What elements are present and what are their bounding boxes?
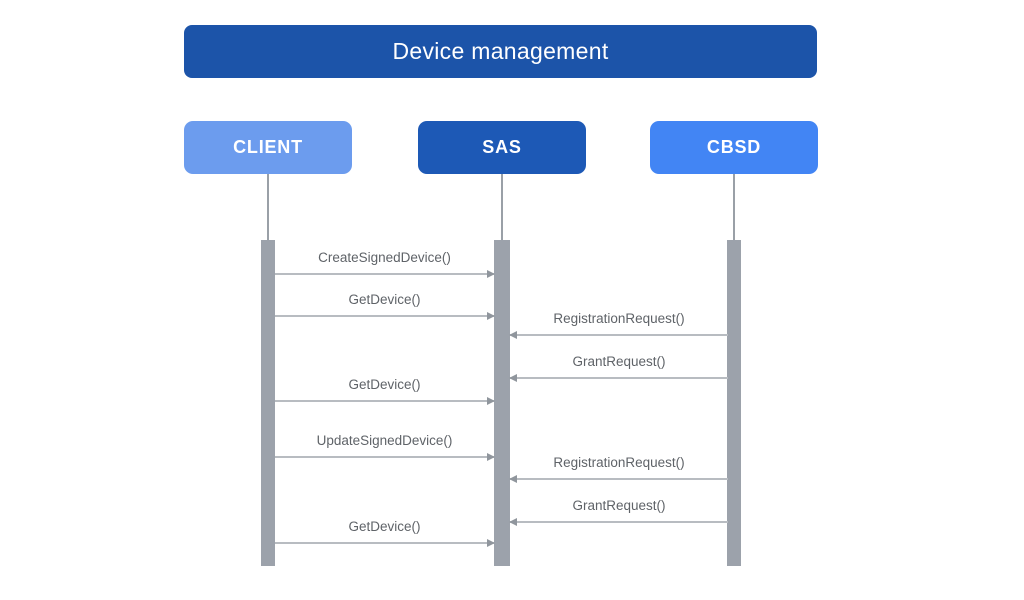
message-create-signed-device: CreateSignedDevice() bbox=[275, 250, 495, 278]
arrow-right-icon bbox=[275, 396, 495, 405]
actor-sas-label: SAS bbox=[482, 137, 522, 157]
actor-cbsd: CBSD bbox=[650, 121, 818, 174]
message-grant-request-1: GrantRequest() bbox=[509, 354, 728, 382]
arrow-right-icon bbox=[275, 538, 495, 547]
arrow-left-icon bbox=[509, 330, 728, 339]
arrow-left-icon bbox=[509, 474, 728, 483]
activation-bar-sas bbox=[494, 240, 510, 566]
message-label: CreateSignedDevice() bbox=[318, 250, 451, 265]
arrow-right-icon bbox=[275, 452, 495, 461]
lifeline-client bbox=[267, 174, 269, 241]
message-label: RegistrationRequest() bbox=[553, 311, 685, 326]
actor-client: CLIENT bbox=[184, 121, 352, 174]
diagram-title: Device management bbox=[184, 25, 817, 78]
actor-cbsd-label: CBSD bbox=[706, 137, 762, 157]
message-registration-request-2: RegistrationRequest() bbox=[509, 455, 728, 483]
actor-client-label: CLIENT bbox=[233, 137, 303, 157]
message-label: GrantRequest() bbox=[572, 498, 666, 513]
actor-sas: SAS bbox=[418, 121, 586, 174]
arrow-left-icon bbox=[509, 517, 728, 526]
message-grant-request-2: GrantRequest() bbox=[509, 498, 728, 526]
message-update-signed-device: UpdateSignedDevice() bbox=[275, 433, 495, 461]
activation-bar-client bbox=[261, 240, 275, 566]
message-label: GetDevice() bbox=[348, 292, 421, 307]
message-label: RegistrationRequest() bbox=[553, 455, 685, 470]
activation-bar-cbsd bbox=[727, 240, 741, 566]
arrow-left-icon bbox=[509, 373, 728, 382]
diagram-title-label: Device management bbox=[392, 38, 609, 64]
message-label: GrantRequest() bbox=[572, 354, 666, 369]
message-get-device-2: GetDevice() bbox=[275, 377, 495, 405]
lifeline-sas bbox=[501, 174, 503, 241]
message-label: GetDevice() bbox=[348, 377, 421, 392]
arrow-right-icon bbox=[275, 269, 495, 278]
message-get-device-1: GetDevice() bbox=[275, 292, 495, 320]
arrow-right-icon bbox=[275, 311, 495, 320]
message-label: UpdateSignedDevice() bbox=[316, 433, 453, 448]
message-get-device-3: GetDevice() bbox=[275, 519, 495, 547]
message-label: GetDevice() bbox=[348, 519, 421, 534]
message-registration-request-1: RegistrationRequest() bbox=[509, 311, 728, 339]
lifeline-cbsd bbox=[733, 174, 735, 241]
